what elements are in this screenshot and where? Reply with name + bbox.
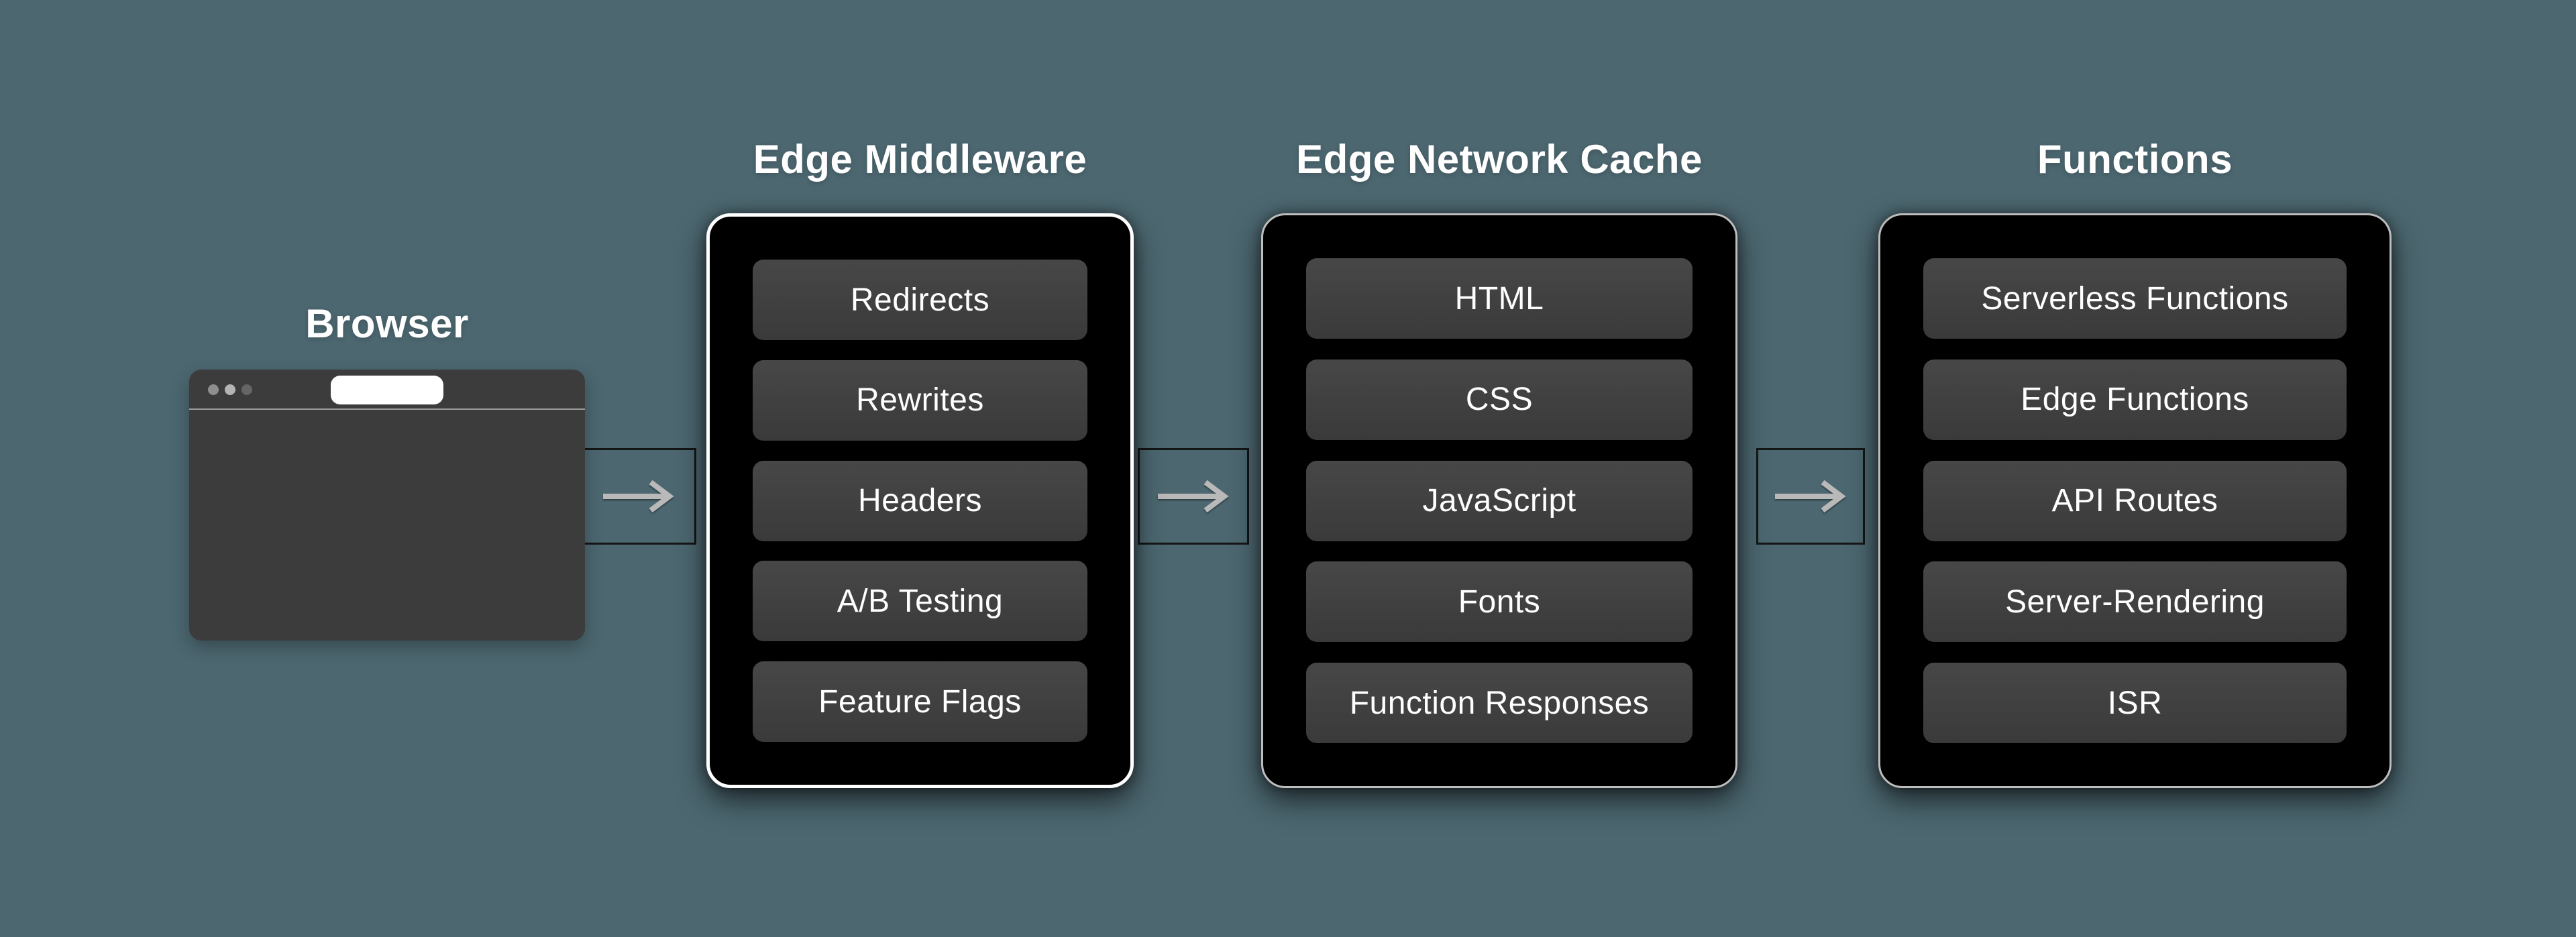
column-functions: Serverless Functions Edge Functions API … — [1878, 213, 2392, 788]
pipeline-item-headers: Headers — [753, 460, 1087, 541]
column-title-edge-middleware: Edge Middleware — [753, 137, 1087, 182]
pipeline-item-api-routes: API Routes — [1923, 460, 2347, 541]
connector-cache-to-functions — [1756, 448, 1865, 545]
browser-label: Browser — [305, 301, 469, 346]
pipeline-item-feature-flags: Feature Flags — [753, 661, 1087, 742]
window-controls — [208, 384, 252, 395]
column-title-edge-network-cache: Edge Network Cache — [1296, 137, 1703, 182]
arrow-right-icon — [603, 480, 674, 513]
pipeline-item-rewrites: Rewrites — [753, 360, 1087, 441]
connector-browser-to-middleware — [581, 448, 696, 545]
browser-titlebar — [189, 370, 585, 410]
column-title-functions: Functions — [2037, 137, 2233, 182]
window-control-dot — [241, 384, 252, 395]
window-control-dot — [208, 384, 219, 395]
pipeline-item-serverless-functions: Serverless Functions — [1923, 258, 2347, 339]
pipeline-item-function-responses: Function Responses — [1306, 663, 1693, 743]
pipeline-item-javascript: JavaScript — [1306, 460, 1693, 541]
pipeline-item-fonts: Fonts — [1306, 561, 1693, 643]
pipeline-item-ab-testing: A/B Testing — [753, 561, 1087, 642]
connector-middleware-to-cache — [1138, 448, 1249, 545]
column-edge-middleware: Redirects Rewrites Headers A/B Testing F… — [706, 213, 1134, 788]
window-control-dot — [225, 384, 235, 395]
arrow-right-icon — [1158, 480, 1229, 513]
arrow-right-icon — [1775, 480, 1846, 513]
column-edge-network-cache: HTML CSS JavaScript Fonts Function Respo… — [1261, 213, 1737, 788]
pipeline-item-css: CSS — [1306, 359, 1693, 440]
browser-window — [189, 370, 585, 641]
pipeline-item-server-rendering: Server-Rendering — [1923, 561, 2347, 643]
pipeline-item-redirects: Redirects — [753, 260, 1087, 340]
address-bar — [331, 376, 443, 404]
pipeline-item-edge-functions: Edge Functions — [1923, 359, 2347, 440]
pipeline-item-isr: ISR — [1923, 663, 2347, 743]
pipeline-item-html: HTML — [1306, 258, 1693, 339]
